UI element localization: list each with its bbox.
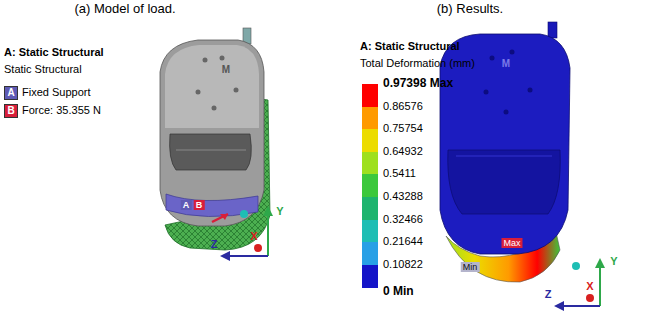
color-band	[362, 152, 378, 175]
subfigure-caption: (a) Model of load.	[74, 2, 175, 17]
legend-text: 0.97398 Max	[383, 77, 453, 91]
legend-text: 0.86576	[383, 100, 423, 113]
legend-text: 0.32466	[383, 213, 423, 226]
axis-label: Y	[276, 205, 283, 218]
axis-label: X	[586, 280, 593, 293]
color-band	[362, 220, 378, 243]
part-model	[160, 28, 270, 250]
color-band	[362, 107, 378, 130]
analysis-type: Static Structural	[4, 63, 82, 76]
legend-text: 0.21644	[383, 235, 423, 248]
legend-value: 0 Min	[383, 285, 414, 299]
color-band	[362, 265, 378, 288]
legend-text: Force: 35.355 N	[22, 104, 101, 117]
color-band	[362, 129, 378, 152]
color-band	[362, 197, 378, 220]
color-band	[362, 242, 378, 265]
legend-text: 0.10822	[383, 258, 423, 271]
min-marker: Min	[461, 262, 480, 272]
color-band	[362, 84, 378, 107]
color-band	[362, 174, 378, 197]
axis-label: Y	[610, 255, 617, 268]
badge-letter: B	[7, 105, 14, 117]
axis-label: Z	[211, 238, 218, 251]
axis-triad	[554, 258, 605, 311]
legend-text: 0.75754	[383, 122, 423, 135]
axis-triad	[220, 206, 273, 261]
part-mark: M	[222, 64, 230, 76]
max-marker: Max	[501, 238, 522, 248]
legend-text: 0.5411	[383, 167, 416, 180]
axis-label: Z	[545, 288, 552, 301]
support-marker: A	[181, 200, 192, 210]
result-type: Total Deformation (mm)	[360, 57, 475, 70]
legend-text: Fixed Support	[22, 86, 90, 99]
analysis-title: A: Static Structural	[360, 40, 460, 53]
part-mark: M	[502, 58, 510, 70]
analysis-title: A: Static Structural	[4, 46, 104, 59]
legend-text: 0.43288	[383, 190, 423, 203]
axis-label: X	[250, 230, 257, 243]
badge-letter: A	[7, 87, 14, 99]
legend-text: 0.64932	[383, 145, 423, 158]
force-marker: B	[194, 200, 205, 210]
subfigure-caption: (b) Results.	[437, 2, 503, 17]
